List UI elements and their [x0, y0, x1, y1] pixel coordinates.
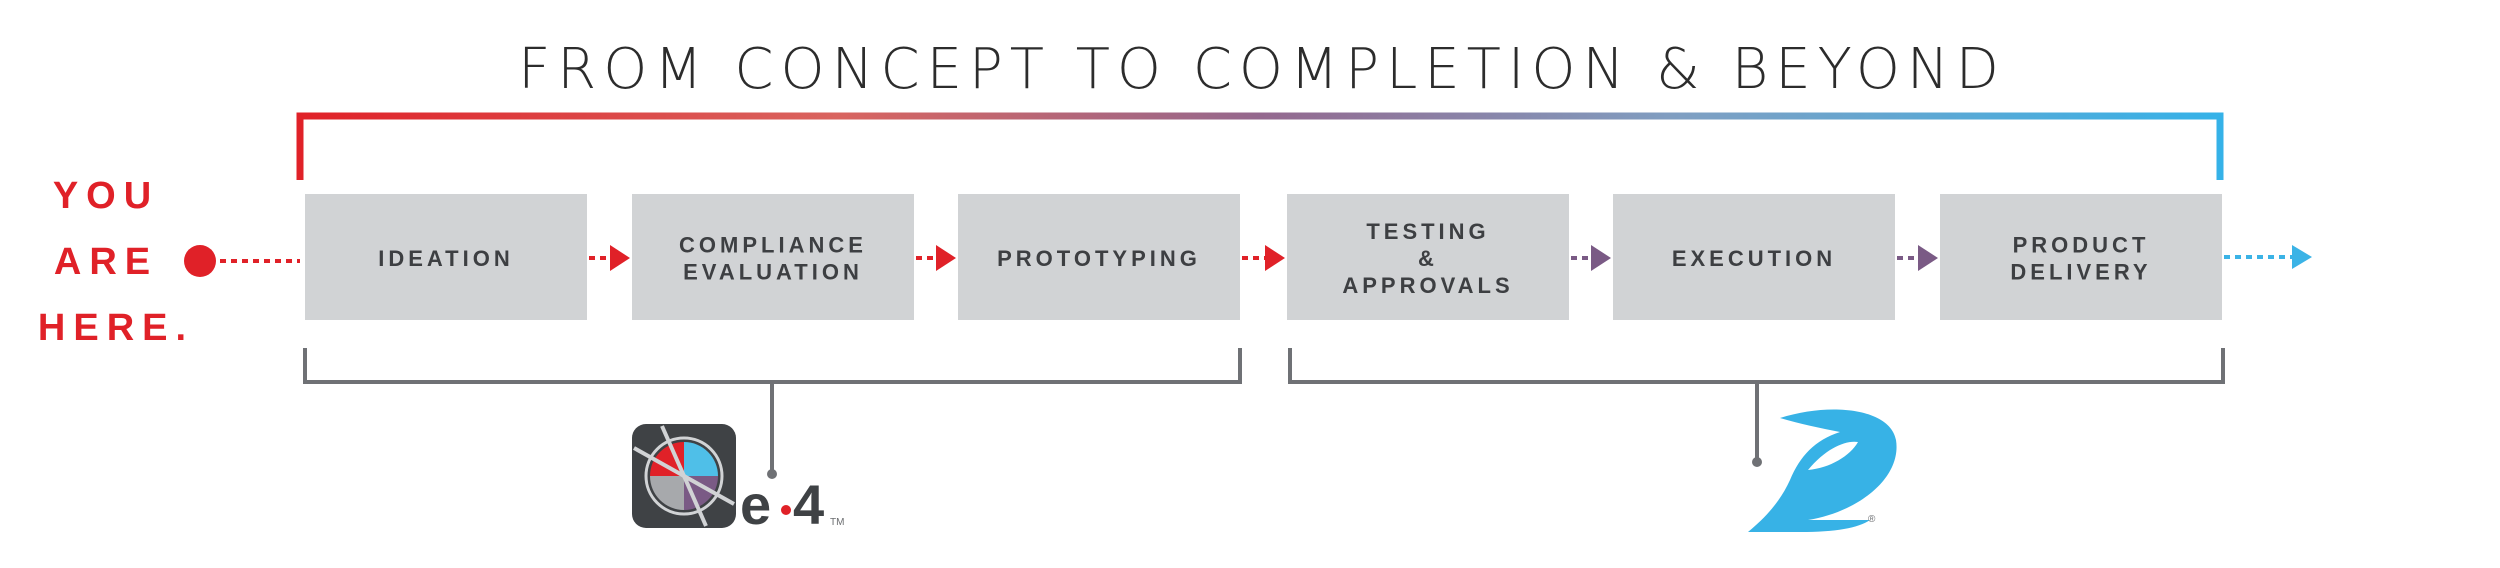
e4-tm: TM: [830, 517, 844, 528]
connector-arrow: [589, 245, 630, 271]
blue-logo: ®: [1748, 409, 1897, 532]
page-title: FROM CONCEPT TO COMPLETION & BEYOND: [518, 37, 2006, 102]
step-box: [1287, 194, 1569, 320]
step-1: IDEATION: [305, 194, 587, 320]
step-label-line: COMPLIANCE: [679, 233, 867, 258]
step-label-line: PROTOTYPING: [997, 246, 1201, 271]
you-are-here-label: YOU ARE HERE.: [38, 175, 194, 349]
step-4: TESTING&APPROVALS: [1287, 194, 1569, 320]
e4-logo: e 4 TM: [632, 424, 844, 536]
outgoing-arrow: [2224, 245, 2312, 269]
step-label-line: APPROVALS: [1342, 273, 1513, 298]
step-5: EXECUTION: [1613, 194, 1895, 320]
e4-red-dot: [781, 505, 791, 515]
step-label-line: &: [1418, 246, 1438, 271]
bracket-right: [1288, 348, 2225, 384]
connector-arrow: [1242, 245, 1285, 271]
step-box: [632, 194, 914, 320]
step-box: [305, 194, 587, 320]
connector-arrow: [1897, 245, 1938, 271]
e4-wordmark-4: 4: [793, 473, 824, 536]
step-label-line: EVALUATION: [683, 260, 863, 285]
connector-arrow: [1571, 245, 1611, 271]
blue-logo-registered: ®: [1868, 514, 1876, 525]
step-label-line: EXECUTION: [1672, 246, 1836, 271]
connector-arrow: [916, 245, 956, 271]
you-are-here-line-3: HERE.: [38, 307, 194, 349]
step-box: [1613, 194, 1895, 320]
bracket-left: [303, 348, 1242, 384]
step-connectors: [589, 245, 1938, 271]
you-are-here-line-1: YOU: [53, 175, 159, 217]
start-dot: [184, 245, 216, 277]
step-box: [958, 194, 1240, 320]
step-label-line: PRODUCT: [2013, 233, 2150, 258]
you-are-here-line-2: ARE: [54, 241, 158, 283]
bracket-right-stem-dot: [1752, 457, 1762, 467]
blue-wing-logo-icon: [1748, 409, 1897, 532]
step-label-line: IDEATION: [378, 246, 513, 271]
e4-wordmark: e: [740, 473, 771, 536]
step-box: [1940, 194, 2222, 320]
bracket-left-stem-dot: [767, 469, 777, 479]
step-label-line: DELIVERY: [2010, 260, 2151, 285]
step-3: PROTOTYPING: [958, 194, 1240, 320]
top-bracket: [296, 112, 2224, 180]
step-label-line: TESTING: [1366, 219, 1489, 244]
